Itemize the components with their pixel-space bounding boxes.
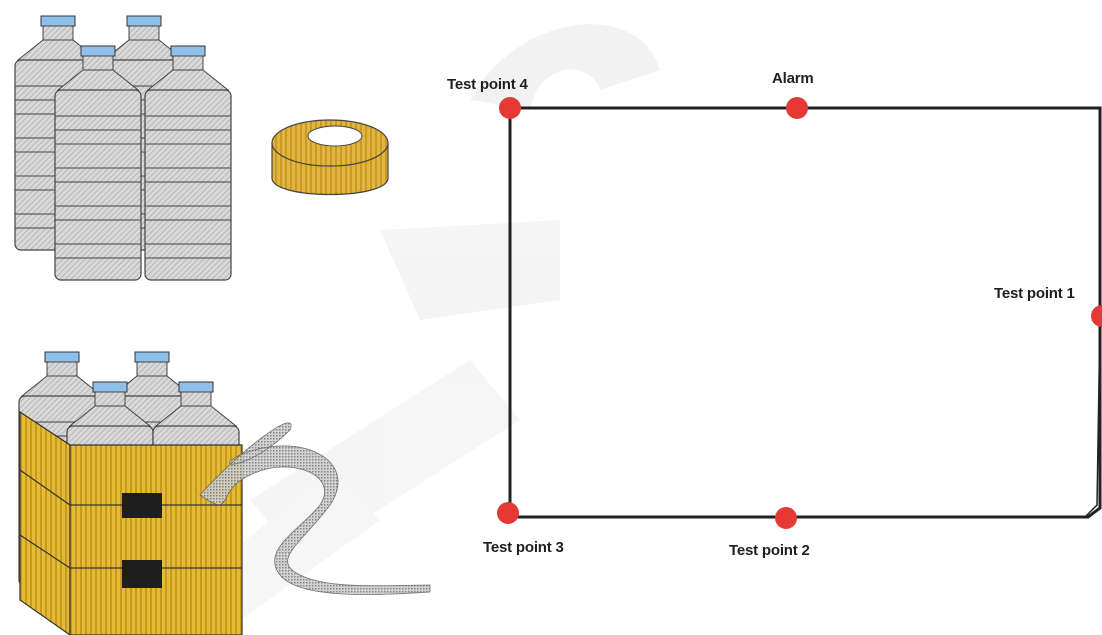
test-point-3-dot: [497, 502, 519, 524]
water-bottles-illustration: [15, 16, 231, 280]
test-point-1-label: Test point 1: [994, 285, 1075, 302]
tape-roll-illustration: [272, 120, 388, 195]
test-point-1-dot: [1091, 305, 1102, 327]
test-point-2-label: Test point 2: [729, 542, 810, 559]
test-point-3-label: Test point 3: [483, 539, 564, 556]
alarm-label: Alarm: [772, 70, 814, 87]
test-point-4-dot: [499, 97, 521, 119]
test-point-2-dot: [775, 507, 797, 529]
test-point-4-label: Test point 4: [447, 76, 528, 93]
alarm-dot: [786, 97, 808, 119]
circuit-loop: [510, 108, 1100, 517]
